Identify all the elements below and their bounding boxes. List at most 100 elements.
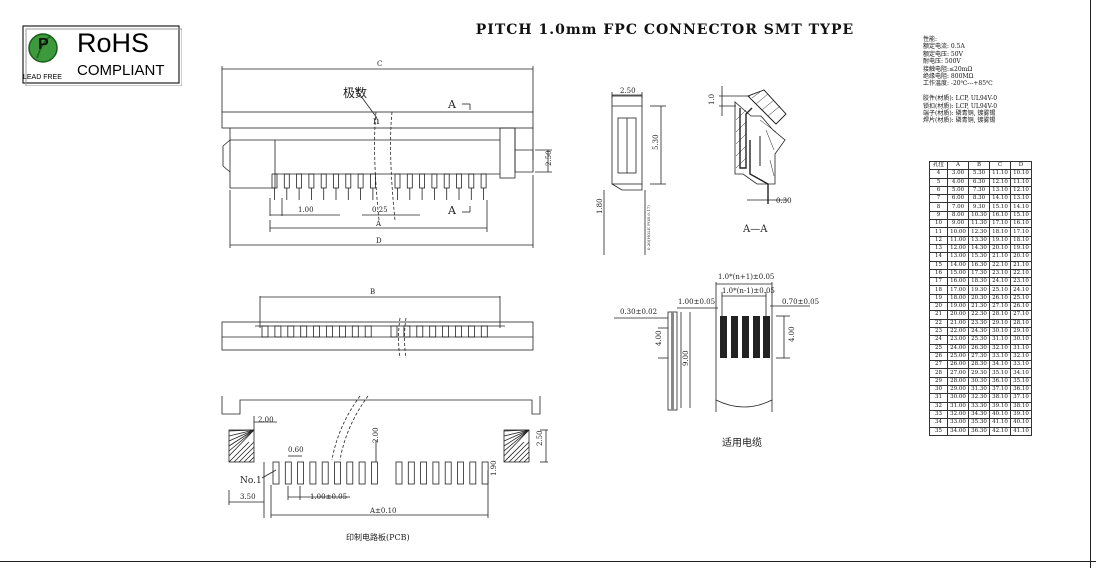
drawing-title: PITCH 1.0mm FPC CONNECTOR SMT TYPE (475, 22, 855, 38)
dim-pcb-350: 3.50 (240, 493, 256, 501)
dim-top-d: D (376, 237, 382, 245)
middle-terminal (274, 325, 282, 338)
top-terminal (419, 173, 426, 189)
pcb-pad (444, 461, 452, 485)
dim-sec-030: 0.30 (776, 197, 792, 205)
pad-hatch (228, 429, 255, 452)
middle-terminal (300, 325, 308, 338)
top-terminal (345, 173, 352, 189)
top-terminal (456, 173, 462, 189)
dim-top-100: 1.00 (298, 206, 314, 214)
pad-hatch (503, 429, 530, 457)
pcb-pad (407, 461, 415, 485)
pcb-pad (432, 461, 440, 485)
dim-fpc-030: 0.30±0.02 (620, 308, 657, 316)
pcb-pad (457, 461, 464, 485)
pcb-pad (272, 461, 280, 485)
spec-line: 焊片(材质): 磷青铜, 镀雾锡 (923, 117, 996, 125)
spec-line: 额定电压: 50V (923, 50, 963, 58)
top-terminal (468, 173, 475, 189)
middle-terminal (326, 325, 333, 338)
pad-hatch (248, 456, 255, 463)
pad-hatch (503, 429, 530, 437)
dim-side-530: 5.30 (652, 134, 660, 150)
pad-hatch (503, 429, 530, 452)
dim-top-250: 2.50 (545, 150, 553, 166)
rohs-badge: P RoHS COMPLIANT LEAD FREE (19, 24, 183, 87)
top-terminal (480, 173, 487, 189)
fpc-caption: 适用电缆 (722, 436, 762, 449)
pad-hatch (228, 429, 255, 457)
top-terminal (283, 173, 290, 189)
middle-terminal (416, 325, 424, 338)
pcb-pad (309, 461, 317, 485)
pcb-pad (346, 461, 354, 485)
spec-line: 额定电流: 0.5A (923, 43, 965, 51)
top-terminal (357, 173, 364, 189)
middle-terminal (390, 325, 398, 338)
top-terminal (431, 173, 438, 189)
pad-hatch (238, 446, 255, 463)
dim-fpc-top1: 1.0*(n+1)±0.05 (718, 273, 774, 281)
pad-hatch (503, 429, 530, 442)
middle-terminal (467, 325, 475, 338)
rohs-badge-frame (22, 25, 183, 87)
dim-pcb-060: 0.60 (288, 446, 304, 454)
top-terminal (406, 173, 413, 189)
middle-terminal (364, 325, 372, 338)
lead-free-label: LEAD FREE (23, 74, 62, 81)
pcb-view (221, 395, 548, 518)
pad-hatch (233, 441, 255, 463)
dim-pcb-250: 2.50 (536, 430, 544, 446)
pcb-pad (370, 461, 378, 485)
pad-hatch (243, 451, 255, 463)
pcb-pad (481, 461, 489, 485)
middle-terminal (429, 325, 437, 338)
middle-terminal (338, 325, 346, 338)
pole-count-label: 极数 (343, 85, 367, 100)
pcb-pad (358, 461, 366, 485)
right-border (1090, 0, 1091, 568)
spec-line: 胶件(材质): LCP, UL94V-0 (923, 95, 998, 103)
top-terminal (320, 173, 327, 189)
middle-terminal (313, 325, 321, 338)
dim-c: C (377, 60, 382, 68)
dim-fpc-100: 1.00±0.05 (678, 298, 715, 306)
dim-pcb-100: 1.00±0.05 (310, 493, 347, 501)
pad-hatch (228, 429, 255, 447)
section-title: A—A (742, 224, 768, 235)
middle-terminal (455, 325, 462, 338)
dim-pcb-a: A±0.10 (369, 507, 397, 515)
middle-terminal (442, 325, 450, 338)
top-terminal (443, 173, 450, 189)
bottom-border (0, 561, 1096, 562)
middle-terminal (287, 325, 295, 338)
generated-pins (228, 173, 530, 485)
spec-line: 耐电压: 500V (923, 58, 961, 66)
section-mark-bottom: A (447, 204, 457, 217)
pad-hatch (518, 451, 530, 463)
pad-hatch (503, 429, 530, 432)
middle-terminal (351, 325, 359, 338)
middle-view (221, 296, 534, 359)
pole-n: n (373, 116, 380, 127)
side-note: 0.30(HOLE FOR 0.17) (646, 205, 651, 250)
pcb-pad (395, 461, 403, 485)
top-terminal (308, 173, 315, 189)
pad-hatch (513, 446, 530, 463)
pcb-pad (321, 461, 329, 485)
dim-pcb-200a: 2.00 (258, 416, 274, 424)
side-view (603, 92, 666, 255)
dim-pcb-190: 1.90 (490, 460, 498, 476)
